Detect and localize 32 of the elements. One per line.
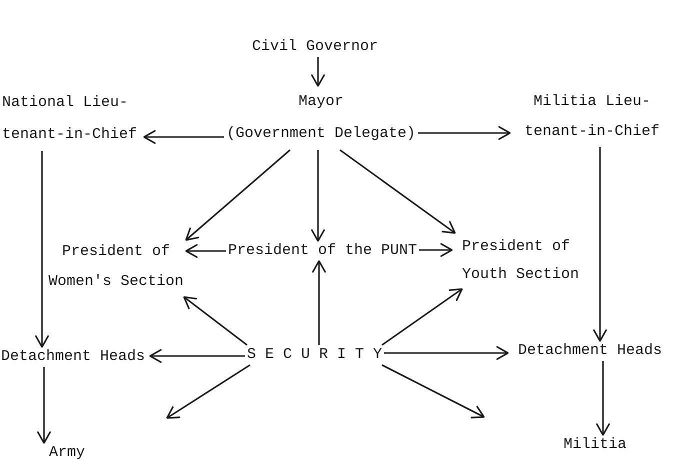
arrow bbox=[382, 288, 463, 346]
node-label: Militia bbox=[563, 435, 626, 455]
arrow bbox=[596, 361, 610, 436]
arrow bbox=[419, 243, 453, 257]
node-label: President of Youth Section bbox=[462, 237, 580, 285]
arrow bbox=[311, 150, 325, 242]
node-label: S E C U R I T Y bbox=[246, 345, 382, 365]
node-label: National Lieu- tenant-in-Chief bbox=[2, 93, 138, 145]
node-label: Civil Governor bbox=[252, 37, 378, 57]
node-label: President of the PUNT bbox=[228, 241, 418, 261]
node-label: Detachment Heads bbox=[1, 347, 146, 367]
node-label: Mayor bbox=[298, 92, 344, 112]
arrow bbox=[185, 244, 226, 258]
node-label: (Government Delegate) bbox=[226, 124, 416, 144]
arrow bbox=[185, 149, 291, 241]
arrow bbox=[382, 364, 485, 418]
arrow bbox=[384, 346, 509, 360]
arrow bbox=[418, 126, 511, 140]
node-label: President of Women's Section bbox=[47, 242, 185, 292]
node-label: Militia Lieu- tenant-in-Chief bbox=[523, 92, 661, 142]
arrow bbox=[593, 147, 607, 342]
arrow bbox=[311, 57, 325, 87]
arrow bbox=[340, 149, 456, 234]
arrow bbox=[143, 130, 224, 144]
arrow bbox=[37, 367, 51, 444]
arrow bbox=[166, 364, 250, 419]
arrow bbox=[183, 296, 248, 346]
node-label: Army bbox=[48, 443, 85, 463]
arrow bbox=[312, 260, 326, 345]
node-label: Detachment Heads bbox=[518, 341, 662, 361]
arrow bbox=[35, 151, 49, 348]
arrow bbox=[149, 349, 245, 363]
